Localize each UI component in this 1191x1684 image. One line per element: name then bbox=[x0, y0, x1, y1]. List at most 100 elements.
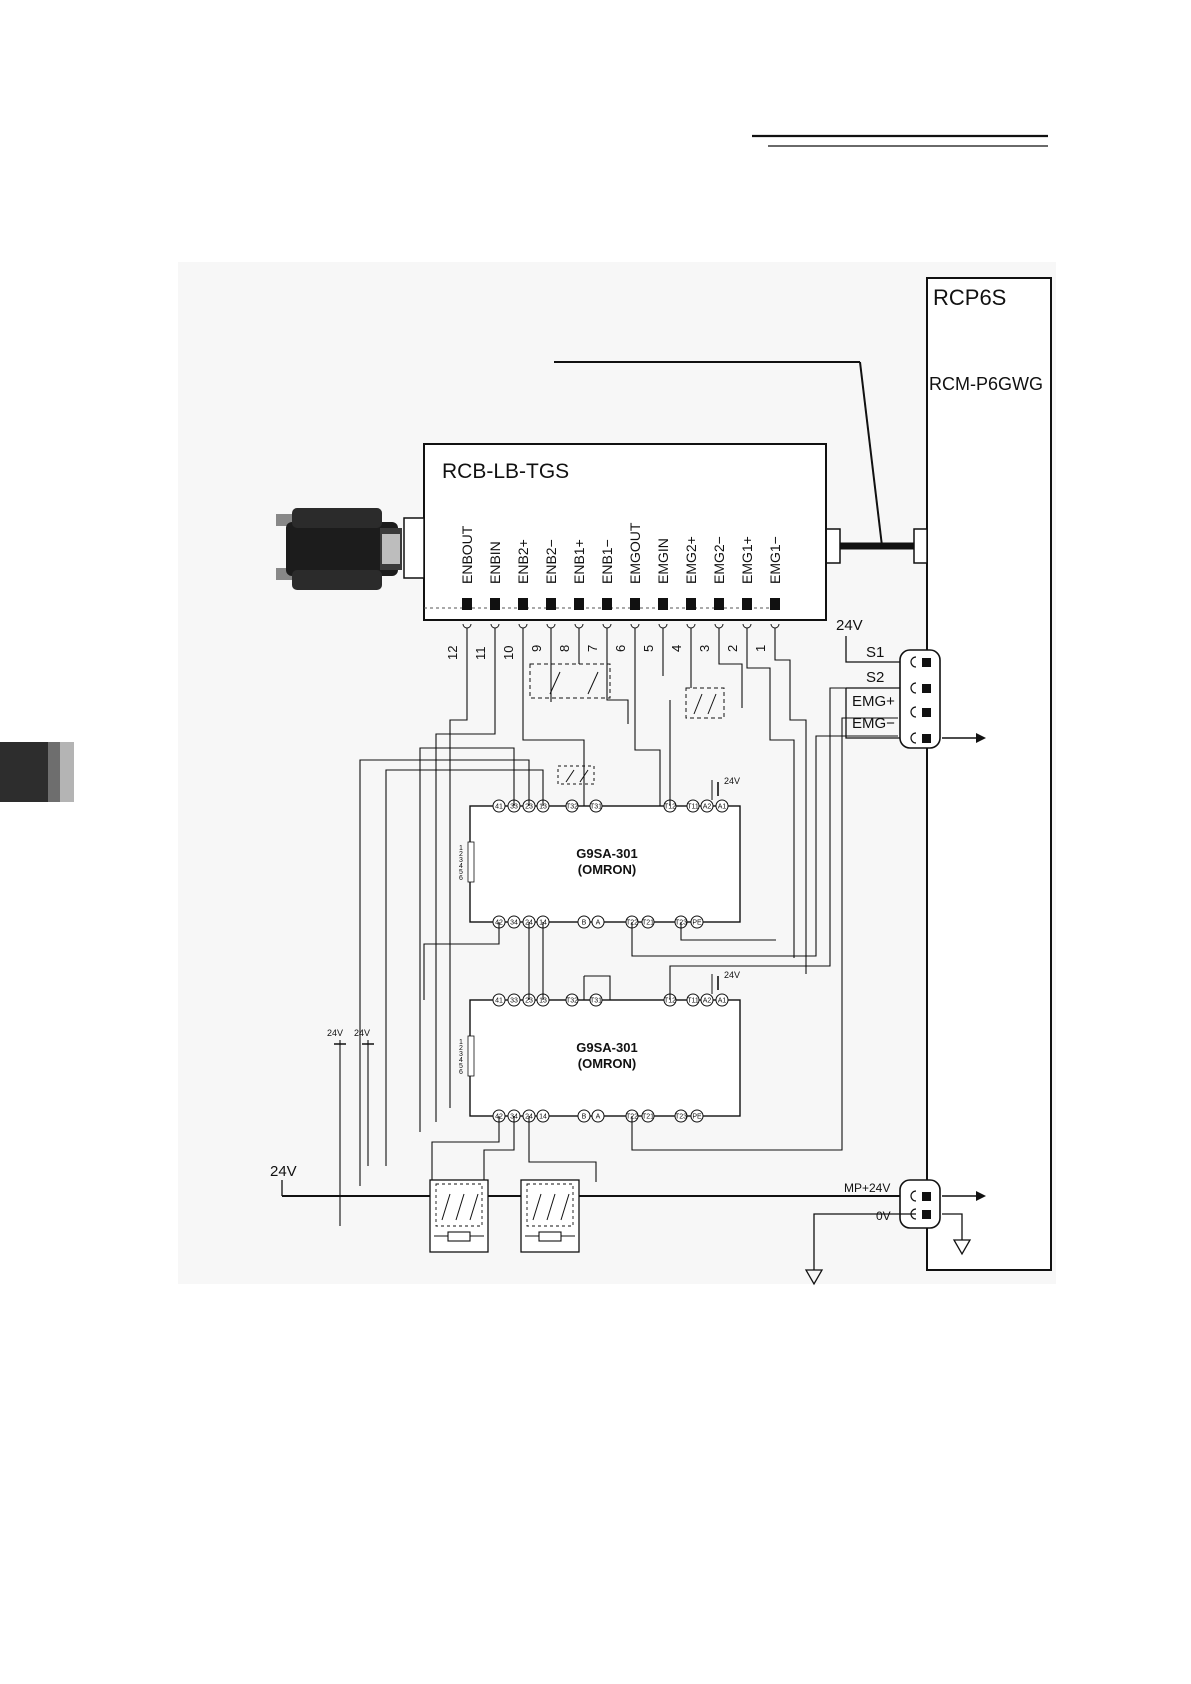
enable-switch-boxes bbox=[529, 663, 725, 785]
relay-top-terminal: 33 bbox=[510, 804, 518, 811]
pin-label: EMG2− bbox=[711, 536, 727, 584]
relay-model: G9SA-301 bbox=[576, 846, 637, 861]
relay-top-terminal: A2 bbox=[703, 804, 712, 811]
relay-top-terminal: A1 bbox=[718, 998, 727, 1005]
pin-label: ENBOUT bbox=[459, 525, 475, 584]
pin-number: 10 bbox=[501, 646, 516, 660]
pin-label: ENB2+ bbox=[515, 539, 531, 584]
zero-v-label: 0V bbox=[876, 1209, 891, 1223]
pin-number: 9 bbox=[529, 645, 544, 652]
relay-model: G9SA-301 bbox=[576, 1040, 637, 1055]
side-scale-mark: 2 bbox=[459, 851, 463, 858]
wiring-lines bbox=[359, 628, 898, 1186]
relay-bottom-terminal: B bbox=[582, 1114, 587, 1121]
relay-top-terminal: T11 bbox=[687, 804, 699, 811]
pin-label: ENBIN bbox=[487, 541, 503, 584]
relay-top-terminal: A1 bbox=[718, 804, 727, 811]
relay-maker: (OMRON) bbox=[578, 1056, 637, 1071]
rcb-lb-tgs-box: RCB-LB-TGS bbox=[403, 443, 827, 621]
relay-top-terminal: 23 bbox=[525, 804, 533, 811]
pin-number: 12 bbox=[445, 646, 460, 660]
relay-top-terminal: 13 bbox=[539, 998, 547, 1005]
side-scale-mark: 2 bbox=[459, 1045, 463, 1052]
pin-square bbox=[518, 598, 528, 610]
relay-bottom-terminal: A bbox=[596, 1114, 601, 1121]
relay-bottom-terminal: T21 bbox=[642, 1114, 654, 1121]
relay-supply-label: 24V bbox=[724, 776, 740, 786]
chapter-tab bbox=[0, 742, 74, 802]
connector-pins: ENBOUT12ENBIN11ENB2+10ENB2−9ENB1+8ENB1−7… bbox=[445, 522, 783, 660]
pin-square bbox=[546, 598, 556, 610]
pin-square bbox=[770, 598, 780, 610]
pin-number: 7 bbox=[585, 645, 600, 652]
relay-top-terminal: 33 bbox=[510, 998, 518, 1005]
pin-label: EMGOUT bbox=[627, 522, 643, 584]
relay-top-terminal: T32 bbox=[566, 998, 578, 1005]
pin-square bbox=[630, 598, 640, 610]
side-supplies: 24V 24V bbox=[327, 1028, 374, 1226]
contactor-2 bbox=[520, 1179, 580, 1253]
side-supply-label-1: 24V bbox=[327, 1028, 343, 1038]
system-io-supply-label: 24V bbox=[836, 617, 863, 634]
side-scale-mark: 5 bbox=[459, 1063, 463, 1070]
relay-top-terminal: T12 bbox=[664, 998, 676, 1005]
terminal-s2-label: S2 bbox=[866, 669, 884, 686]
relay-bottom-terminal: 14 bbox=[539, 1114, 547, 1121]
contactor-1 bbox=[429, 1179, 489, 1253]
relay-top-terminal: A2 bbox=[703, 998, 712, 1005]
relay-top-terminal: 13 bbox=[539, 804, 547, 811]
teaching-cable bbox=[554, 361, 928, 564]
pin-square bbox=[658, 598, 668, 610]
relay-top-terminal: 41 bbox=[495, 998, 503, 1005]
side-scale-mark: 3 bbox=[459, 857, 463, 864]
d-sub-connector-image bbox=[276, 508, 402, 590]
pin-number: 8 bbox=[557, 645, 572, 652]
pin-label: ENB2− bbox=[543, 539, 559, 584]
pin-number: 1 bbox=[753, 645, 768, 652]
power-block: 24V MP+24V 0V bbox=[270, 1163, 986, 1286]
pin-label: ENB1− bbox=[599, 539, 615, 584]
relay-bottom-terminal: 34 bbox=[510, 920, 518, 927]
pin-label: EMG2+ bbox=[683, 536, 699, 584]
pin-label: EMGIN bbox=[655, 538, 671, 584]
pin-label: EMG1+ bbox=[739, 536, 755, 584]
relay-bottom-terminal: PE bbox=[692, 920, 702, 927]
teaching-box-name: RCB-LB-TGS bbox=[442, 460, 569, 483]
side-scale-mark: 5 bbox=[459, 869, 463, 876]
pin-square bbox=[714, 598, 724, 610]
power-supply-label: 24V bbox=[270, 1163, 297, 1180]
terminal-emg-minus-label: EMG− bbox=[852, 715, 895, 732]
relay-top-terminal: T32 bbox=[566, 804, 578, 811]
relay-bottom-terminal: B bbox=[582, 920, 587, 927]
pin-number: 6 bbox=[613, 645, 628, 652]
relay-bottom-terminal: T23 bbox=[675, 1114, 687, 1121]
pin-square bbox=[742, 598, 752, 610]
relay-top-terminal: 41 bbox=[495, 804, 503, 811]
side-scale-mark: 3 bbox=[459, 1051, 463, 1058]
relay-bottom-terminal: PE bbox=[692, 1114, 702, 1121]
relay-top-terminal: 23 bbox=[525, 998, 533, 1005]
pin-number: 2 bbox=[725, 645, 740, 652]
pin-label: EMG1− bbox=[767, 536, 783, 584]
pin-square bbox=[462, 598, 472, 610]
controller-module: RCM-P6GWG bbox=[929, 374, 1043, 394]
terminal-s1-label: S1 bbox=[866, 644, 884, 661]
pin-square bbox=[574, 598, 584, 610]
side-scale-mark: 4 bbox=[459, 1057, 463, 1064]
controller-name: RCP6S bbox=[933, 285, 1006, 310]
relay-top-terminal: T11 bbox=[687, 998, 699, 1005]
side-scale-mark: 6 bbox=[459, 875, 463, 882]
rcp6s-controller: RCP6S RCM-P6GWG bbox=[926, 277, 1052, 1271]
relay-top-terminal: T12 bbox=[664, 804, 676, 811]
relay-top-terminal: T31 bbox=[590, 804, 602, 811]
relay-maker: (OMRON) bbox=[578, 862, 637, 877]
pin-number: 4 bbox=[669, 645, 684, 652]
figure-background bbox=[178, 262, 1056, 1284]
system-io-block: 24V S1 S2 EMG+ EMG− bbox=[836, 617, 986, 749]
side-scale-mark: 1 bbox=[459, 1039, 463, 1046]
side-scale-mark: 1 bbox=[459, 845, 463, 852]
